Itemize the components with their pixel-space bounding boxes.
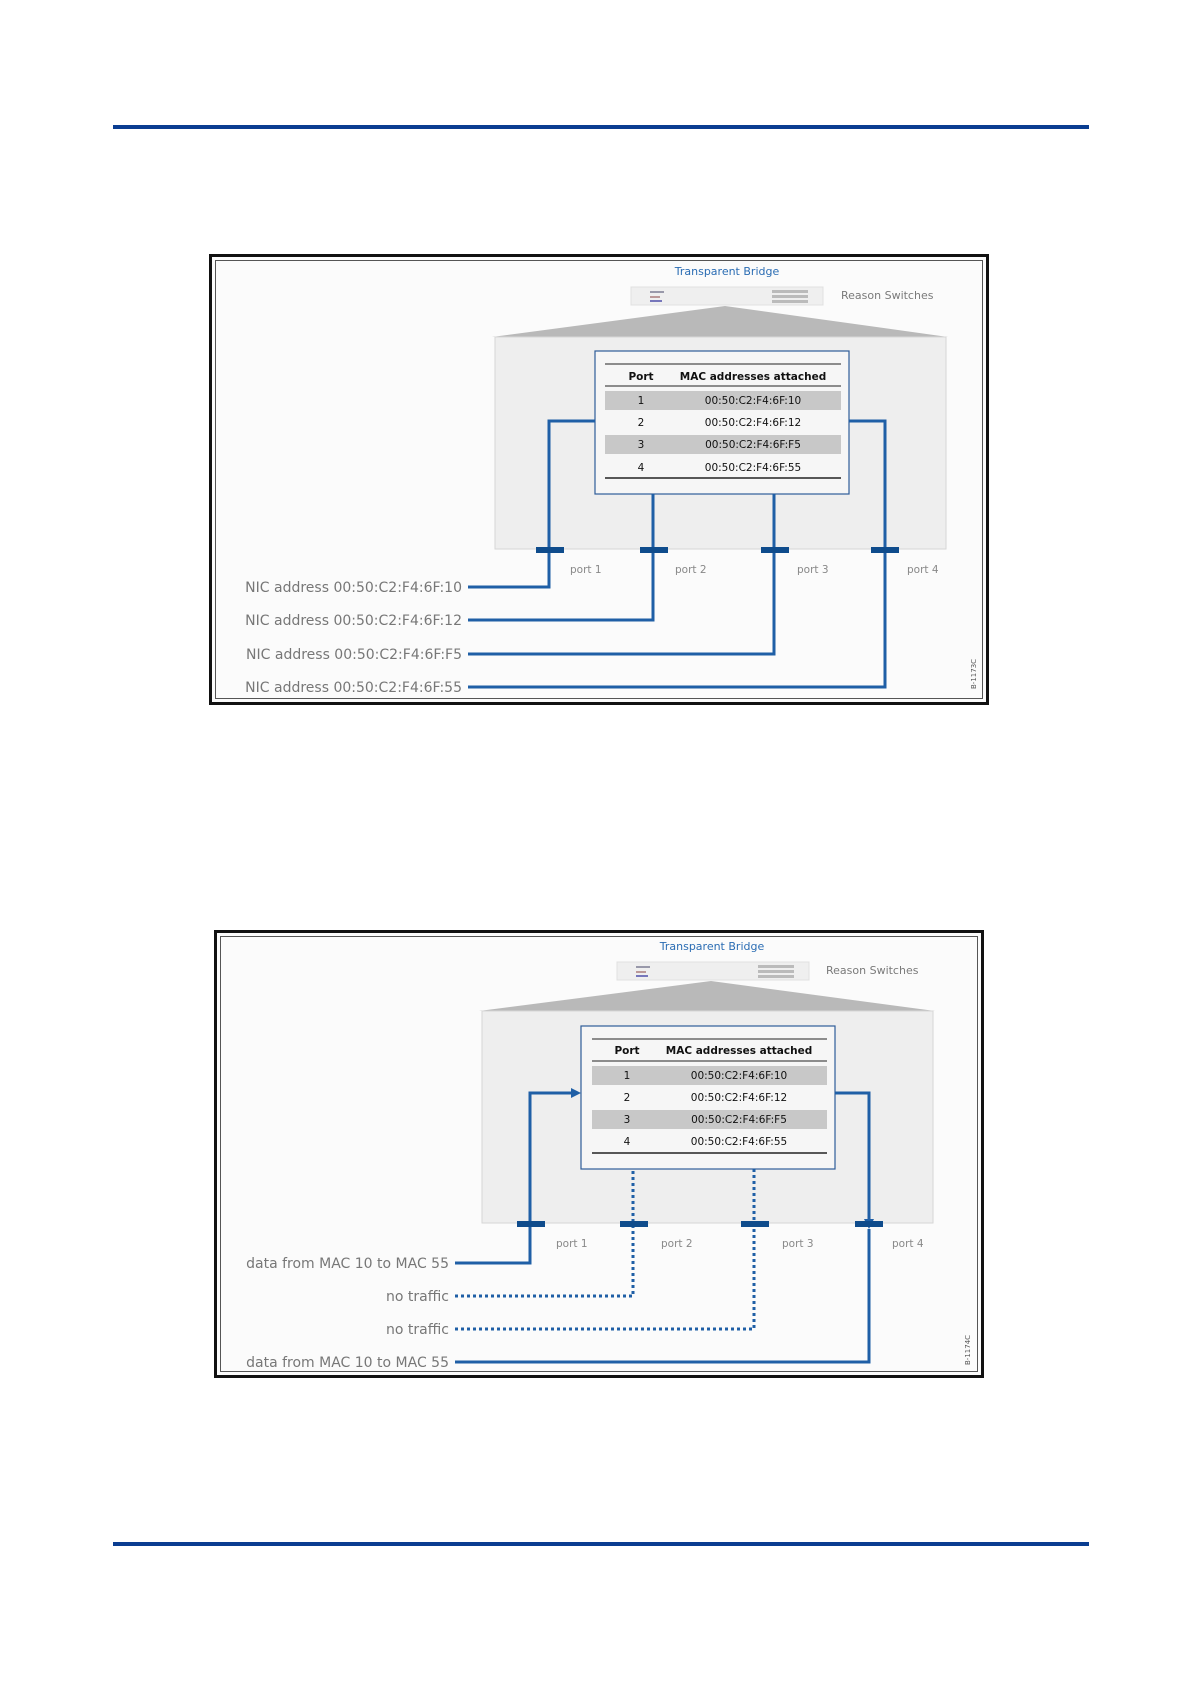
table-cell-port: 4: [638, 462, 645, 474]
connection-label: NIC address 00:50:C2:F4:6F:F5: [246, 647, 462, 663]
port-connector: [855, 1221, 883, 1227]
figure-id: B-1173C: [970, 659, 978, 689]
switch-device-icon: [616, 961, 810, 981]
top-rule: [113, 125, 1089, 129]
port-label: port 1: [556, 1238, 588, 1250]
link-line-2: [468, 494, 655, 622]
link-line-4: [455, 1229, 871, 1364]
connection-label: NIC address 00:50:C2:F4:6F:12: [245, 613, 462, 629]
table-row-shade: [592, 1110, 827, 1129]
connection-label: no traffic: [386, 1322, 449, 1338]
table-cell-mac: 00:50:C2:F4:6F:12: [691, 1092, 787, 1104]
port-label: port 1: [570, 564, 602, 576]
figure-1-diagram: Transparent Bridge Reason Switches Port …: [245, 265, 978, 696]
table-cell-port: 2: [638, 417, 645, 429]
table-row-shade: [592, 1066, 827, 1085]
device-label: Reason Switches: [826, 964, 919, 977]
table-header-mac: MAC addresses attached: [666, 1045, 812, 1057]
figure-2-diagram: Transparent Bridge Reason Switches Port …: [246, 940, 972, 1371]
port-connector: [620, 1221, 648, 1227]
table-cell-mac: 00:50:C2:F4:6F:F5: [705, 439, 801, 451]
table-cell-port: 3: [624, 1114, 631, 1126]
link-line-4-internal: [835, 1091, 871, 1221]
port-label: port 3: [797, 564, 829, 576]
switch-device-icon: [630, 286, 824, 306]
table-cell-port: 4: [624, 1136, 631, 1148]
port-label: port 4: [892, 1238, 924, 1250]
figure-2: Transparent Bridge Reason Switches Port …: [214, 930, 984, 1378]
port-connector: [517, 1221, 545, 1227]
table-cell-mac: 00:50:C2:F4:6F:F5: [691, 1114, 787, 1126]
figure-1: Transparent Bridge Reason Switches Port …: [209, 254, 989, 705]
table-cell-mac: 00:50:C2:F4:6F:10: [691, 1070, 787, 1082]
table-cell-mac: 00:50:C2:F4:6F:12: [705, 417, 801, 429]
connection-label: data from MAC 10 to MAC 55: [246, 1256, 449, 1272]
link-line-1: [455, 1091, 573, 1265]
port-connector: [871, 547, 899, 553]
table-header-mac: MAC addresses attached: [680, 371, 826, 383]
table-cell-mac: 00:50:C2:F4:6F:55: [691, 1136, 787, 1148]
connection-label: NIC address 00:50:C2:F4:6F:55: [245, 680, 462, 696]
table-cell-port: 1: [624, 1070, 631, 1082]
table-cell-port: 2: [624, 1092, 631, 1104]
figure-2-frame: [220, 936, 978, 1372]
connection-label: data from MAC 10 to MAC 55: [246, 1355, 449, 1371]
table-row-shade: [605, 435, 841, 454]
port-connector: [536, 547, 564, 553]
port-label: port 2: [661, 1238, 693, 1250]
port-label: port 2: [675, 564, 707, 576]
port-connector: [640, 547, 668, 553]
table-row-shade: [605, 391, 841, 410]
mac-table: Port MAC addresses attached 1 00:50:C2:F…: [594, 350, 850, 495]
figure-id: B-1174C: [964, 1335, 972, 1365]
port-label: port 3: [782, 1238, 814, 1250]
port-label: port 4: [907, 564, 939, 576]
link-line-4: [468, 419, 887, 689]
table-cell-mac: 00:50:C2:F4:6F:10: [705, 395, 801, 407]
connection-label: no traffic: [386, 1289, 449, 1305]
table-cell-port: 1: [638, 395, 645, 407]
table-cell-port: 3: [638, 439, 645, 451]
connection-label: NIC address 00:50:C2:F4:6F:10: [245, 580, 462, 596]
bottom-rule: [113, 1542, 1089, 1546]
device-label: Reason Switches: [841, 289, 934, 302]
diagram-title: Transparent Bridge: [659, 940, 765, 953]
link-line-1: [468, 419, 595, 589]
table-header-port: Port: [614, 1045, 639, 1057]
table-header-port: Port: [628, 371, 653, 383]
port-connector: [761, 547, 789, 553]
mac-table: Port MAC addresses attached 1 00:50:C2:F…: [580, 1025, 836, 1170]
port-connector: [741, 1221, 769, 1227]
figure-1-frame: [215, 260, 983, 699]
bridge-expansion-wedge: [492, 306, 948, 337]
bridge-expansion-wedge: [479, 981, 935, 1011]
diagram-title: Transparent Bridge: [674, 265, 780, 278]
table-cell-mac: 00:50:C2:F4:6F:55: [705, 462, 801, 474]
arrow-in-icon: [571, 1088, 581, 1098]
